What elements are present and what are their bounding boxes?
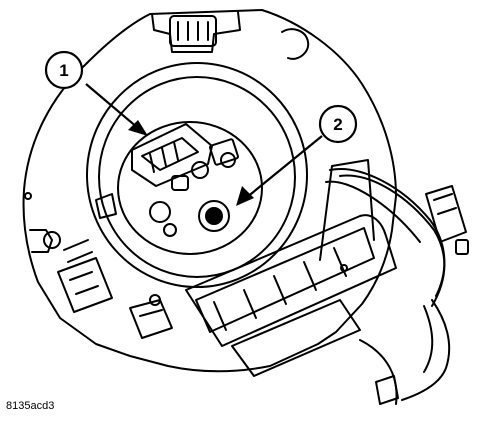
callout-2: 2 [236,104,358,206]
rotor-hole [149,201,171,223]
left-clip [95,193,117,219]
callout-1: 1 [44,50,148,136]
lower-clip [129,299,173,339]
rotor-connector [131,123,213,187]
callout-2-label: 2 [333,115,342,134]
callout-1-circle [44,50,84,90]
ribbon-housing [185,214,397,347]
housing-top-right-notch [281,28,310,60]
lower-left-clip [57,257,113,313]
harness-connector [425,185,467,243]
ribbon-lower-bracket [231,299,361,377]
housing-plate [22,9,397,373]
rotor-hole [220,152,236,168]
callout-2-circle [318,104,358,144]
housing-mount-hole [43,231,61,249]
rotor-disc [117,121,263,255]
top-connector [169,15,217,47]
inner-ring-inner [98,76,296,278]
figure-caption: 8135acd3 [6,400,55,412]
rotor-hole [163,223,177,237]
harness-connector-bottom [375,375,399,405]
callout-1-label: 1 [59,61,68,80]
rotor-latch [209,138,239,166]
housing-small-dot [24,192,32,200]
inner-ring-outer [86,62,308,288]
housing-top-tab [151,11,241,53]
wire-harness-lower [401,299,451,401]
horn-contact-outer [198,200,230,232]
housing-left-notch [29,229,53,253]
horn-contact-inner [205,207,223,225]
